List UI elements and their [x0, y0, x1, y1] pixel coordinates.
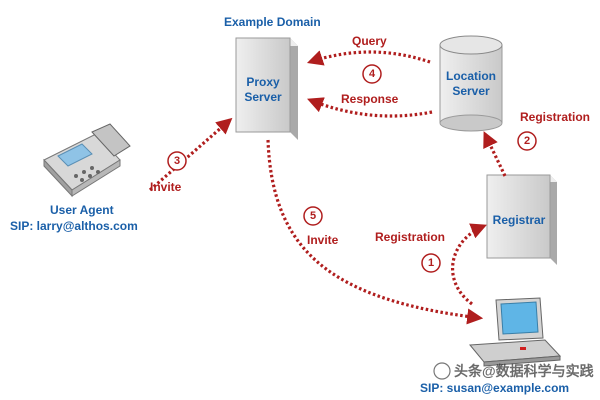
registrar: Registrar	[486, 174, 557, 265]
registration-arrow-to-location	[483, 131, 507, 177]
step-4-badge: 4	[362, 64, 382, 84]
user-agent-label: User Agent	[50, 203, 114, 217]
laptop-icon	[468, 297, 562, 367]
watermark-text: 头条@数据科学与实践	[454, 363, 594, 379]
response-label: Response	[341, 92, 399, 106]
step-4-number: 4	[369, 68, 376, 80]
user-agent-sip: SIP: larry@althos.com	[10, 219, 138, 233]
proxy-server: Proxy Server	[235, 37, 298, 140]
registration-label-bottom: Registration	[375, 230, 445, 244]
invite-label-left: Invite	[150, 180, 182, 194]
step-1-badge: 1	[421, 253, 441, 273]
proxy-server-label-1: Proxy	[246, 75, 280, 89]
location-server-label-2: Server	[452, 84, 490, 98]
laptop-user-sip: SIP: susan@example.com	[420, 381, 569, 395]
response-arrow	[307, 97, 433, 118]
step-3-number: 3	[174, 155, 180, 167]
domain-title: Example Domain	[224, 15, 321, 29]
step-5-number: 5	[310, 210, 316, 222]
location-server-label-1: Location	[446, 69, 496, 83]
invite-label-right: Invite	[307, 233, 339, 247]
user-agent-phone-icon	[43, 123, 131, 198]
query-label: Query	[352, 34, 387, 48]
registrar-label: Registrar	[493, 213, 546, 227]
invite-arrow-to-laptop	[266, 139, 484, 325]
step-1-number: 1	[428, 257, 434, 269]
registration-label-top: Registration	[520, 110, 590, 124]
proxy-server-label-2: Server	[244, 90, 282, 104]
step-3-badge: 3	[167, 151, 187, 171]
step-2-badge: 2	[517, 131, 537, 151]
registration-arrow-to-registrar	[451, 223, 487, 306]
query-arrow	[306, 50, 431, 66]
step-5-badge: 5	[303, 206, 323, 226]
location-server: Location Server	[439, 35, 503, 132]
step-2-number: 2	[524, 135, 530, 147]
watermark: 头条@数据科学与实践	[433, 362, 594, 380]
